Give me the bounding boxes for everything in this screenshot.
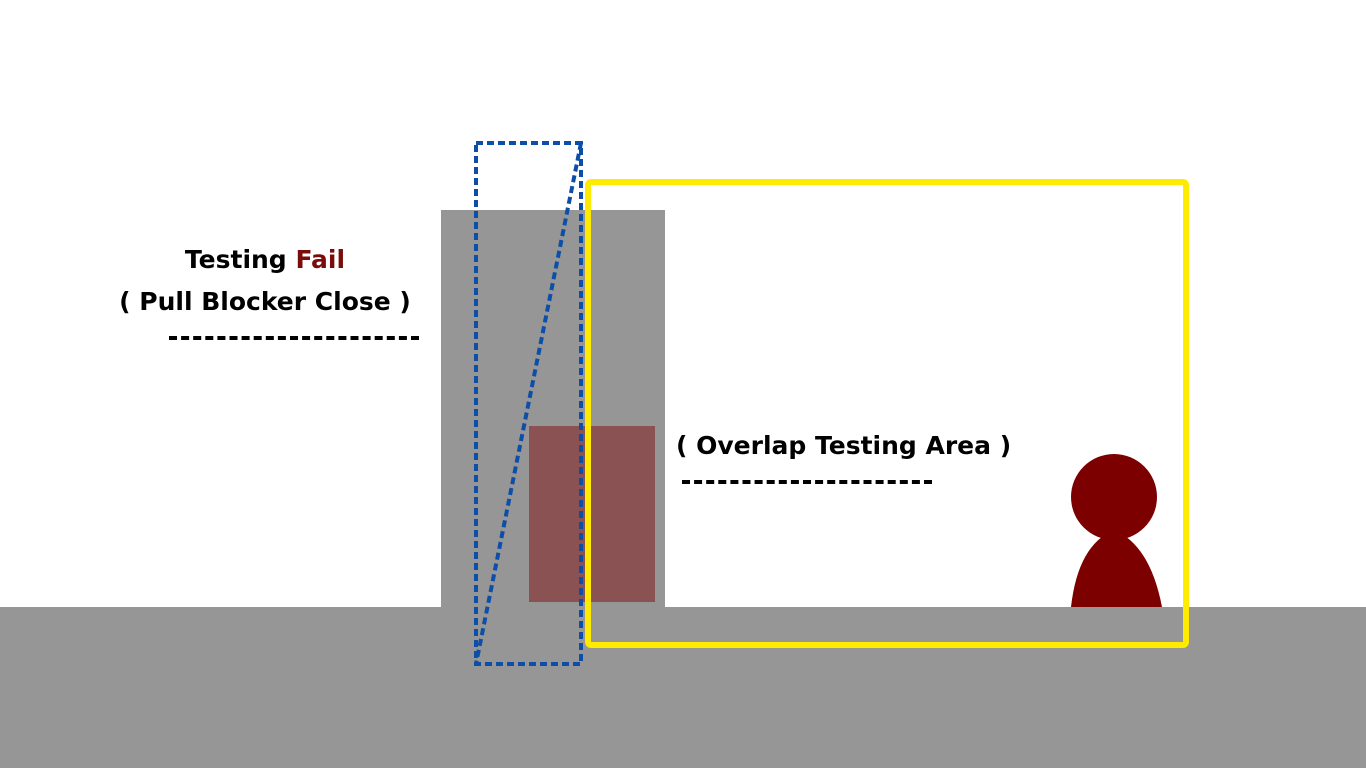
blocker-action-label: ( Pull Blocker Close ) bbox=[119, 287, 411, 316]
blocker-hitbox-outline bbox=[474, 141, 583, 666]
ground-floor bbox=[0, 607, 1366, 768]
status-prefix: Testing bbox=[184, 245, 287, 274]
divider-left bbox=[169, 336, 419, 340]
divider-right bbox=[682, 480, 932, 484]
overlap-area-label: ( Overlap Testing Area ) bbox=[676, 431, 1012, 460]
blocker-box bbox=[529, 426, 655, 602]
status-result: Fail bbox=[295, 245, 346, 274]
test-status-text: Testing Fail bbox=[0, 245, 530, 275]
player-pawn-icon bbox=[1071, 454, 1162, 607]
overlap-testing-area bbox=[585, 179, 1189, 648]
